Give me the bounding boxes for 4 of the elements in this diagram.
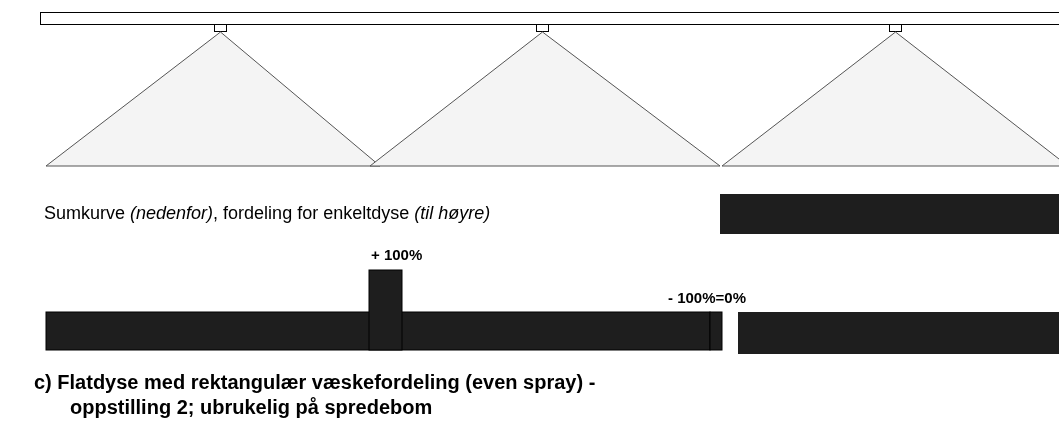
percent-label: - 100%=0% bbox=[668, 289, 746, 306]
caption: c) Flatdyse med rektangulær væskefordeling (even spray) - oppstilling 2; ubrukelig på spredebom bbox=[34, 370, 597, 420]
description-text: Sumkurve (nedenfor), fordeling for enkeltdyse (til høyre) bbox=[44, 203, 491, 224]
percent-label: + 100% bbox=[371, 246, 423, 263]
